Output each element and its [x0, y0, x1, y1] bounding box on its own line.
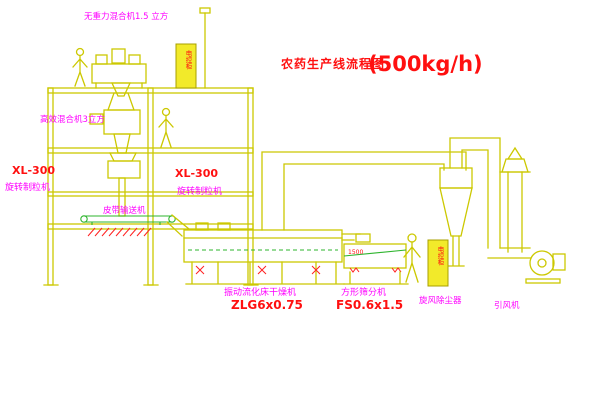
label-belt-conveyor: 皮带输送机	[103, 205, 146, 216]
exhaust-duct	[261, 151, 467, 231]
platform-hatch	[87, 227, 152, 237]
gravity-mixer	[91, 48, 147, 97]
label-dryer-model: ZLG6x0.75	[231, 298, 303, 312]
worker-figure-3	[403, 233, 421, 283]
label-granulator-center-name: 旋转制粒机	[177, 185, 222, 197]
label-sieve-dim: 1500	[348, 249, 363, 256]
worker-figure-1	[72, 47, 88, 87]
sieve-springs	[349, 267, 402, 273]
label-fan: 引风机	[494, 300, 520, 311]
label-granulator-left-model: XL-300	[12, 164, 55, 177]
label-granulator-center-model: XL-300	[175, 167, 218, 180]
square-sieve	[341, 233, 409, 285]
worker-figure-2	[158, 107, 174, 148]
cabinet1-text: 电控柜	[184, 49, 192, 71]
dryer-springs	[195, 265, 321, 275]
building-frame	[43, 7, 259, 286]
label-dryer-name: 振动流化床干燥机	[224, 286, 296, 298]
induced-draft-fan	[525, 250, 566, 284]
label-granulator-left-name: 旋转制粒机	[5, 181, 50, 193]
control-cabinet-2: 电控柜	[427, 239, 449, 287]
label-sieve-model: FS0.6x1.5	[336, 298, 403, 312]
cyclone-separator	[439, 167, 473, 267]
label-dust-collector: 旋风除尘器	[419, 295, 462, 306]
exhaust-stack	[499, 146, 531, 253]
fluid-bed-dryer	[183, 222, 345, 285]
control-cabinet-1: 电控柜	[175, 43, 197, 89]
page-title: 农药生产线流程图	[280, 56, 385, 71]
cabinet2-text: 电控柜	[436, 245, 444, 267]
label-sieve-name: 方形筛分机	[341, 286, 386, 298]
label-top-mixer: 无重力混合机1.5 立方	[84, 11, 168, 22]
page-title-capacity: (500kg/h)	[368, 52, 483, 76]
label-mid-mixer: 高效混合机3立方	[40, 114, 105, 125]
feed-chute	[166, 214, 190, 237]
cyclone-outlet-duct	[449, 137, 532, 259]
roof-vent	[199, 7, 211, 14]
